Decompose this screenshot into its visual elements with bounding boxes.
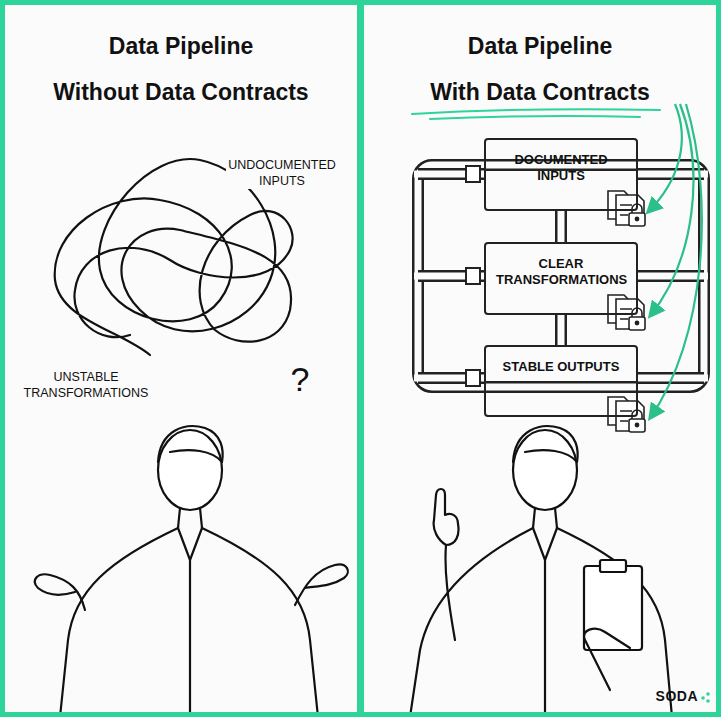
pipe-connector <box>561 315 562 345</box>
scribble-label: UNSTABLE TRANSFORMATIONS <box>8 370 164 401</box>
scribble-label: UNDOCUMENTED INPUTS <box>226 158 338 189</box>
pipe-loop <box>414 165 708 387</box>
green-underline <box>412 109 660 119</box>
pointing-person <box>410 426 672 717</box>
panel-subtitle: Without Data Contracts <box>5 79 357 107</box>
panel: Data PipelineWithout Data Contracts <box>0 0 362 717</box>
box-label: CLEAR TRANSFORMATIONS <box>486 244 636 313</box>
panel-title: Data Pipeline <box>364 33 716 61</box>
panel-title: Data Pipeline <box>5 33 357 61</box>
shrugging-person <box>35 426 348 717</box>
green-arrows <box>648 104 702 418</box>
box-label: DOCUMENTED INPUTS <box>486 140 636 209</box>
document-lock-icon <box>608 397 645 432</box>
logo-dots <box>701 692 710 703</box>
document-lock-icon <box>608 191 645 226</box>
process-box: STABLE OUTPUTS <box>484 345 638 417</box>
panel-subtitle: With Data Contracts <box>364 79 716 107</box>
pipe-connector <box>561 211 562 242</box>
box-label: STABLE OUTPUTS <box>486 347 636 399</box>
document-lock-icon <box>608 295 645 330</box>
process-box: CLEAR TRANSFORMATIONS <box>484 242 638 315</box>
process-box: DOCUMENTED INPUTS <box>484 138 638 211</box>
question-mark: ? <box>284 358 316 401</box>
panel: Data PipelineWith Data ContractsDOCUMENT… <box>359 0 721 717</box>
document-lock-icons <box>608 191 645 432</box>
logo-text: SODA <box>650 688 698 706</box>
